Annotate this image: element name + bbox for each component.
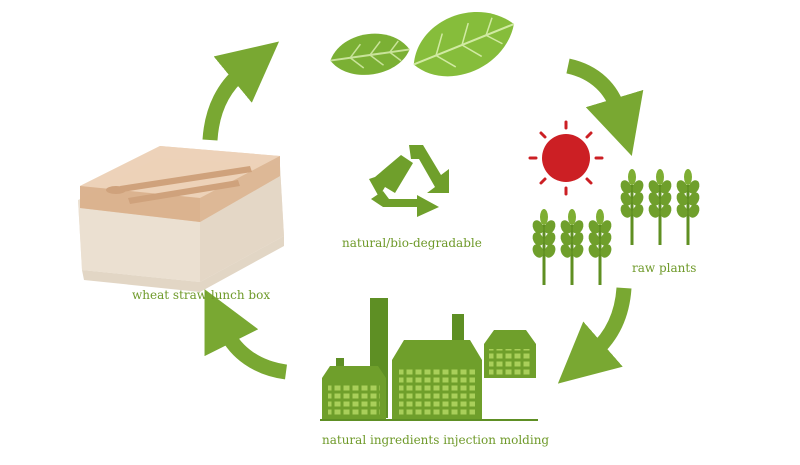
- cycle-arrow-bottom-right: [557, 287, 632, 384]
- factory-label: natural ingredients injection molding: [322, 433, 550, 447]
- sun-icon: [528, 120, 604, 196]
- lunch-box-label: wheat straw lunch box: [132, 288, 271, 302]
- recycle-icon: [369, 145, 449, 217]
- lunch-box-image: [78, 146, 284, 292]
- center-label: natural/bio-degradable: [342, 236, 482, 250]
- cycle-arrow-bottom-left: [204, 289, 288, 380]
- raw-plants-label: raw plants: [632, 261, 697, 275]
- cycle-arrow-top-right: [566, 58, 644, 156]
- leaves-icon: [330, 11, 515, 77]
- cycle-arrow-top-left: [202, 41, 280, 141]
- factory-icon: [320, 298, 538, 421]
